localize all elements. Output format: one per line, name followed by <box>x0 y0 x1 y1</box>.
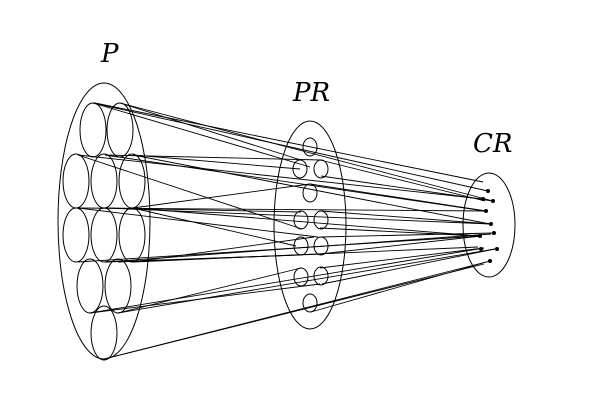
pr-fascicle <box>313 236 329 256</box>
connection-line <box>117 253 323 263</box>
p-fascicle <box>106 102 134 158</box>
connection-line <box>132 207 480 237</box>
p-fascicle <box>79 102 107 158</box>
p-outer-ellipse <box>57 82 151 360</box>
connection-line <box>319 235 482 255</box>
cr-terminal-dot <box>492 231 496 235</box>
connection-line <box>104 154 486 212</box>
connection-line <box>132 236 315 263</box>
cr-terminal-dot <box>486 189 490 193</box>
p-fascicle <box>118 153 146 209</box>
connection-line <box>89 247 485 314</box>
connection-line <box>132 154 491 225</box>
connection-line <box>309 183 487 212</box>
p-fascicle <box>62 207 90 263</box>
cr-terminal-dot <box>481 197 485 201</box>
cr-bundle <box>462 172 516 278</box>
pr-fascicle <box>313 266 329 286</box>
connection-line <box>117 248 496 314</box>
p-fascicle <box>104 258 132 314</box>
pr-fascicle <box>313 159 329 179</box>
cone-outline-line <box>103 263 485 360</box>
pr-fascicle <box>313 210 329 230</box>
connection-line <box>92 102 311 168</box>
label-pr: PR <box>292 78 330 108</box>
connection-line <box>92 102 489 192</box>
pr-fascicle <box>302 293 318 313</box>
connection-lines <box>77 102 496 360</box>
pr-fascicle <box>292 159 308 179</box>
connection-line <box>321 248 496 285</box>
connection-line <box>320 175 494 202</box>
p-fascicle <box>90 305 118 361</box>
pr-outer-ellipse <box>273 120 347 330</box>
p-fascicle <box>118 207 146 263</box>
cr-terminal-dot <box>488 259 492 263</box>
connection-line <box>132 154 301 170</box>
pr-bundle <box>273 120 347 330</box>
pr-fascicle <box>293 236 309 256</box>
connection-line <box>77 207 319 238</box>
connection-line <box>310 260 491 313</box>
p-fascicle <box>62 153 90 209</box>
cone-outline-line <box>94 102 484 183</box>
connection-line <box>77 154 484 200</box>
cr-terminal-dot <box>495 247 499 251</box>
connection-line <box>119 102 494 202</box>
pr-fascicle <box>293 267 309 287</box>
p-fascicle <box>90 207 118 263</box>
pr-fascicle <box>293 210 309 230</box>
connection-line <box>319 159 486 202</box>
p-fascicle <box>76 258 104 314</box>
connection-line <box>132 183 311 209</box>
cr-terminal-dot <box>489 222 493 226</box>
label-cr: CR <box>473 129 512 159</box>
pr-fascicle <box>302 183 318 203</box>
cr-outer-ellipse <box>462 172 516 278</box>
cr-terminal-dot <box>479 247 483 251</box>
p-fascicle <box>90 153 118 209</box>
p-bundle <box>57 82 151 361</box>
pr-fascicle <box>302 137 318 157</box>
connection-line <box>119 102 302 161</box>
connection-line <box>319 247 485 269</box>
connection-line <box>320 232 495 238</box>
cr-terminal-dot <box>491 199 495 203</box>
connection-line <box>320 210 492 225</box>
connection-line <box>132 207 297 247</box>
label-p: P <box>100 39 119 69</box>
connection-line <box>319 227 480 237</box>
cr-terminal-dot <box>484 209 488 213</box>
cr-terminal-dot <box>478 234 482 238</box>
